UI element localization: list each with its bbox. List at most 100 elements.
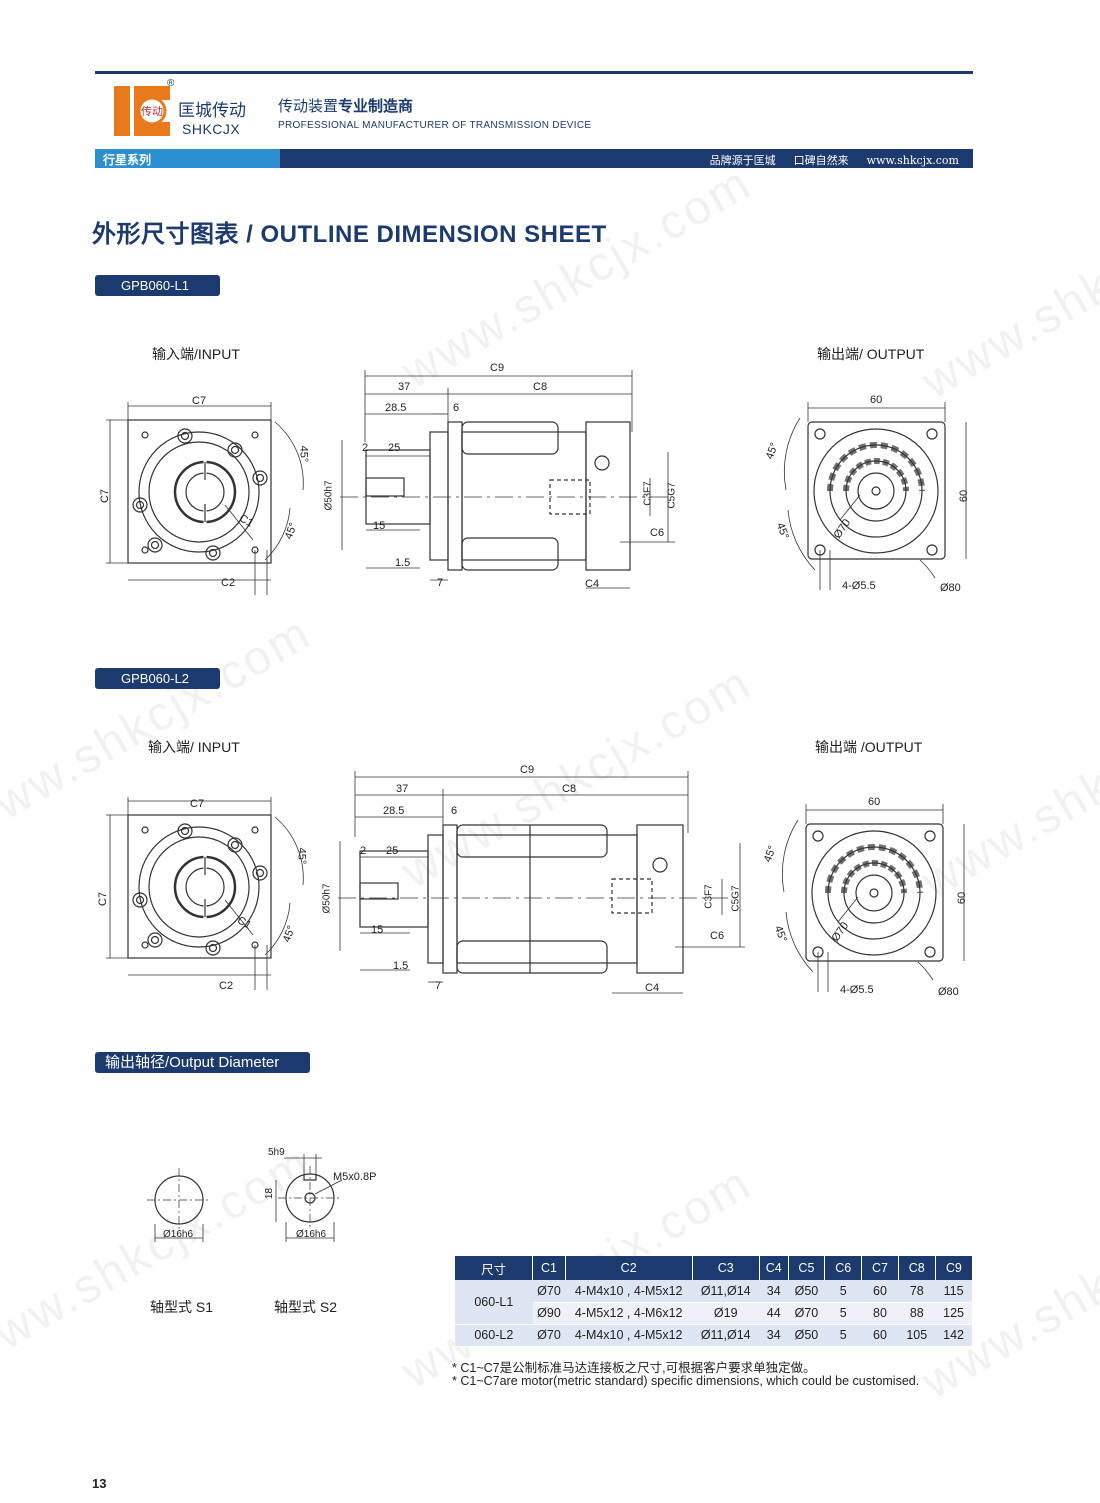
dim-25-l1: 25 xyxy=(388,442,401,454)
col-header: C2 xyxy=(565,1256,693,1280)
dim-45-top-l1: 45° xyxy=(297,445,310,463)
dim-o80-l1: Ø80 xyxy=(940,582,961,594)
dim-60-top-l1: 60 xyxy=(870,394,883,406)
cell-c5: Ø50 xyxy=(788,1324,825,1347)
col-header: C6 xyxy=(824,1256,863,1280)
shaft-s1-label: 轴型式 S1 xyxy=(150,1299,214,1315)
cell-c9: 125 xyxy=(935,1302,972,1325)
col-header: C7 xyxy=(861,1256,899,1280)
cell-c6: 5 xyxy=(824,1280,862,1303)
note-cn: * C1~C7是公制标准马达连接板之尺寸,可根据客户要求单独定做。 xyxy=(452,1361,816,1375)
dim-c7-side-l1: C7 xyxy=(99,488,112,504)
page-title: 外形尺寸图表 / OUTLINE DIMENSION SHEET xyxy=(92,221,607,248)
dim-37-l1: 37 xyxy=(398,381,411,393)
dim-15-l2: 15 xyxy=(371,924,384,936)
cell-c4: 44 xyxy=(759,1302,789,1325)
dim-15-l1: 15 xyxy=(373,520,386,532)
dim-50-l1: Ø50h7 xyxy=(323,480,335,511)
cell-c1: Ø70 xyxy=(532,1280,566,1303)
dim-60-side-l2: 60 xyxy=(956,891,969,905)
dim-c6-l1: C6 xyxy=(650,527,665,539)
website-link: www.shkcjx.com xyxy=(866,154,959,167)
dim-holes-l2: 4-Ø5.5 xyxy=(840,984,874,996)
dim-holes-l1: 4-Ø5.5 xyxy=(842,580,876,592)
note-en: * C1~C7are motor(metric standard) specif… xyxy=(452,1374,920,1388)
dim-c8-l2: C8 xyxy=(562,783,577,795)
dim-c7-top-l2: C7 xyxy=(190,798,205,810)
dim-c4-l2: C4 xyxy=(645,982,660,994)
logo-text: 传动 xyxy=(141,105,163,118)
cell-c7: 80 xyxy=(861,1302,899,1325)
cell-c1: Ø90 xyxy=(532,1302,566,1325)
brand-name-cn: 匡城传动 xyxy=(178,101,246,120)
tagline-cn: 传动装置专业制造商 xyxy=(278,98,414,115)
registered-mark: ® xyxy=(167,78,175,89)
cell-c8: 105 xyxy=(898,1324,936,1347)
output-face-drawing-l2 xyxy=(781,804,965,992)
cell-c9: 115 xyxy=(935,1280,972,1303)
cell-c6: 5 xyxy=(824,1324,862,1347)
cell-c7: 60 xyxy=(861,1280,899,1303)
dim-7-l1: 7 xyxy=(437,577,444,589)
table-header-row: 尺寸 C1 C2 C3 C4 C5 C6 C7 C8 C9 xyxy=(455,1256,972,1280)
cell-c2: 4-M5x12 , 4-M6x12 xyxy=(565,1302,693,1325)
cell-c6: 5 xyxy=(824,1302,862,1325)
input-face-drawing-l2 xyxy=(106,797,304,990)
input-face-drawing-l1 xyxy=(106,402,304,595)
dim-37-l2: 37 xyxy=(396,783,409,795)
cell-c3: Ø19 xyxy=(692,1302,760,1325)
dim-15b-l1: 1.5 xyxy=(395,557,411,569)
dim-c7-top-l1: C7 xyxy=(192,395,207,407)
dim-6-l2: 6 xyxy=(451,805,458,817)
cell-c8: 78 xyxy=(898,1280,936,1303)
dim-d16-s1: Ø16h6 xyxy=(163,1229,194,1240)
table-row: Ø90 4-M5x12 , 4-M6x12 Ø19 44 Ø70 5 80 88… xyxy=(455,1302,972,1325)
col-header: C1 xyxy=(532,1256,566,1280)
dim-60-top-l2: 60 xyxy=(868,796,881,808)
col-header: C4 xyxy=(759,1256,789,1280)
dim-18: 18 xyxy=(264,1187,276,1200)
section-tag-output-diameter: 输出轴径/Output Diameter xyxy=(95,1052,310,1073)
dim-thread: M5x0.8P xyxy=(333,1171,377,1183)
dim-45-top-l2: 45° xyxy=(295,847,308,865)
cell-c9: 142 xyxy=(935,1324,972,1347)
dim-c9-l2: C9 xyxy=(520,764,535,776)
dim-c2-l1: C2 xyxy=(221,577,236,589)
col-header: C8 xyxy=(898,1256,936,1280)
cell-c1: Ø70 xyxy=(532,1324,566,1347)
dim-c2-l2: C2 xyxy=(219,980,234,992)
input-label-l1: 输入端/INPUT xyxy=(152,346,240,362)
dim-50-l2: Ø50h7 xyxy=(321,883,333,914)
side-view-drawing-l2 xyxy=(338,771,745,994)
dim-285-l2: 28.5 xyxy=(383,805,405,817)
side-view-drawing-l1 xyxy=(340,370,675,589)
dim-6-l1: 6 xyxy=(453,402,460,414)
table-row: 060-L1 Ø70 4-M4x10 , 4-M5x12 Ø11,Ø14 34 … xyxy=(455,1280,972,1325)
input-label-l2: 输入端/ INPUT xyxy=(148,739,240,755)
dim-60-side-l1: 60 xyxy=(958,489,971,503)
company-logo: 传动 xyxy=(114,86,170,136)
section-tag-l2: GPB060-L2 xyxy=(95,668,220,689)
col-header: C9 xyxy=(935,1256,972,1280)
dim-15b-l2: 1.5 xyxy=(393,960,409,972)
cell-c4: 34 xyxy=(759,1280,789,1303)
cell-c8: 88 xyxy=(898,1302,936,1325)
watermark: www.shkcjx.com xyxy=(913,166,1100,409)
shaft-s1-drawing xyxy=(147,1168,211,1242)
dim-c5-l1: C5G7 xyxy=(666,482,678,509)
col-header: 尺寸 xyxy=(455,1256,534,1280)
dim-7-l2: 7 xyxy=(435,980,442,992)
cell-c4: 34 xyxy=(759,1324,789,1347)
output-face-drawing-l1 xyxy=(783,402,967,590)
dim-285-l1: 28.5 xyxy=(385,402,407,414)
header-rule xyxy=(95,71,973,74)
cell-c2: 4-M4x10 , 4-M5x12 xyxy=(565,1280,693,1303)
col-header: C3 xyxy=(692,1256,760,1280)
cell-c5: Ø50 xyxy=(788,1280,825,1303)
spec-table: 尺寸 C1 C2 C3 C4 C5 C6 C7 C8 C9 060-L1 Ø70… xyxy=(455,1256,972,1347)
cell-c5: Ø70 xyxy=(788,1302,825,1325)
col-header: C5 xyxy=(788,1256,826,1280)
page-number: 13 xyxy=(92,1476,107,1491)
dim-2-l2: 2 xyxy=(360,845,367,857)
